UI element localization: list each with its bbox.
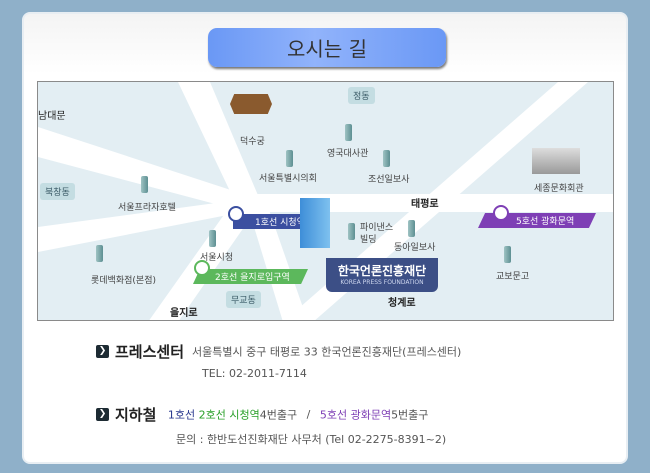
- landmark-lotte: 롯데백화점(본점): [91, 276, 156, 286]
- landmark-plaza-hotel: 서울프라자호텔: [118, 203, 176, 213]
- landmark-uk-embassy: 영국대사관: [327, 149, 369, 159]
- station-line2-euljiro: 2호선 을지로입구역: [193, 269, 308, 284]
- inquiry-info: 문의 : 한반도선진화재단 사무처 (Tel 02-2275-8391~2): [176, 433, 447, 446]
- landmark-kyobo: 교보문고: [496, 272, 530, 282]
- subway-separator: /: [306, 408, 311, 421]
- location-map: 남대문 덕수궁 정동 영국대사관 서울특별시의회 조선일보사 세종문화회관 북창…: [37, 81, 614, 321]
- building-icon: [141, 176, 148, 193]
- area-jeongdong: 정동: [348, 87, 375, 104]
- building-icon: [96, 245, 103, 262]
- road-label-cheonggyero: 청계로: [388, 298, 416, 309]
- area-mugyodong: 무교동: [226, 291, 261, 308]
- subway-pin-icon: [493, 205, 509, 221]
- building-icon: [345, 124, 352, 141]
- landmark-city-council: 서울특별시의회: [259, 174, 317, 184]
- landmark-city-hall: 서울시청: [200, 253, 234, 263]
- press-center-tel: TEL: 02-2011-7114: [202, 367, 307, 380]
- subway-line5-station: 5호선 광화문역: [319, 408, 392, 422]
- subway-line2-station: 2호선 시청역: [198, 408, 260, 422]
- kpf-name: 한국언론진흥재단: [337, 264, 427, 278]
- road-west-upper: [38, 127, 243, 210]
- subway-exit5: 5번출구: [391, 408, 429, 422]
- landmark-namdaemun: 남대문: [38, 111, 66, 122]
- road-label-euljiro: 을지로: [170, 308, 198, 319]
- page-title: 오시는 길: [208, 28, 446, 67]
- road-south: [248, 207, 308, 320]
- press-center-heading: 프레스센터: [115, 343, 185, 361]
- kpf-label: 한국언론진흥재단 KOREA PRESS FOUNDATION: [326, 258, 438, 292]
- sejong-center-icon: [532, 148, 580, 174]
- building-icon: [286, 150, 293, 167]
- area-bukchangdong: 북창동: [40, 183, 75, 200]
- landmark-sejong-center: 세종문화회관: [534, 184, 584, 194]
- press-center-info: ❯ 프레스센터 서울특별시 중구 태평로 33 한국언론진흥재단(프레스센터): [96, 341, 461, 362]
- deoksugung-icon: [230, 94, 272, 114]
- building-icon: [504, 246, 511, 263]
- building-icon: [408, 220, 415, 237]
- road-label-taepyeongro: 태평로: [411, 199, 439, 210]
- kpf-building-icon: [300, 198, 330, 248]
- subway-pin-icon: [194, 260, 210, 276]
- station-line1-cityhall: 1호선 시청역: [233, 214, 308, 229]
- road-north: [178, 82, 260, 208]
- landmark-donga-ilbo: 동아일보사: [394, 243, 436, 253]
- building-icon: [348, 223, 355, 240]
- kpf-english: KOREA PRESS FOUNDATION: [340, 279, 424, 286]
- landmark-chosun-ilbo: 조선일보사: [368, 175, 410, 185]
- subway-exit4: 4번출구: [259, 408, 298, 422]
- press-center-address: 서울특별시 중구 태평로 33 한국언론진흥재단(프레스센터): [192, 345, 462, 359]
- landmark-deoksugung: 덕수궁: [240, 137, 265, 147]
- chevron-right-icon: ❯: [96, 345, 109, 358]
- subway-heading: 지하철: [115, 406, 157, 424]
- subway-line1: 1호선: [167, 408, 196, 422]
- road-west-lower: [38, 200, 243, 252]
- landmark-finance-building: 파이낸스 빌딩: [360, 223, 394, 245]
- building-icon: [383, 150, 390, 167]
- subway-info: ❯ 지하철 1호선 2호선 시청역4번출구 / 5호선 광화문역5번출구: [96, 404, 428, 425]
- subway-pin-icon: [228, 206, 244, 222]
- chevron-right-icon: ❯: [96, 408, 109, 421]
- building-icon: [209, 230, 216, 247]
